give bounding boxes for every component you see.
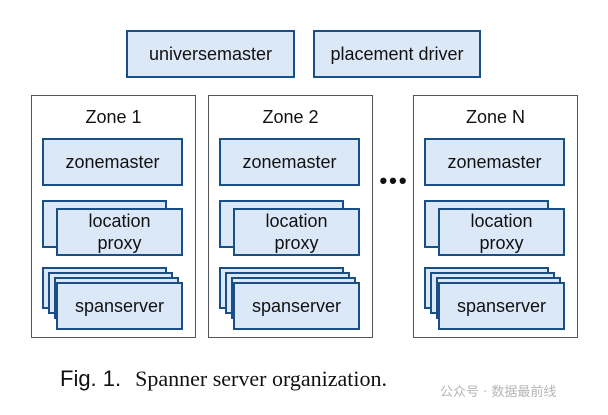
zone-n-title: Zone N: [465, 107, 526, 127]
spanserver-label: spanserver: [74, 296, 165, 316]
location-proxy-label: location proxy: [470, 211, 533, 253]
zone-2-location-proxy: location proxy: [233, 208, 360, 256]
zone-1: Zone 1 zonemaster location proxy spanser…: [31, 95, 196, 338]
placement-driver-label: placement driver: [330, 44, 464, 64]
universemaster-box: universemaster: [126, 30, 295, 78]
zone-1-zonemaster: zonemaster: [42, 138, 183, 186]
zone-2-title: Zone 2: [262, 107, 319, 127]
zone-1-title: Zone 1: [85, 107, 142, 127]
zone-n-spanserver: spanserver: [438, 282, 565, 330]
location-proxy-label: location proxy: [265, 211, 328, 253]
zonemaster-label: zonemaster: [242, 152, 337, 172]
zonemaster-label: zonemaster: [447, 152, 542, 172]
universemaster-label: universemaster: [148, 44, 273, 64]
zone-n-location-proxy: location proxy: [438, 208, 565, 256]
zone-n: Zone N zonemaster location proxy spanser…: [413, 95, 578, 338]
zone-1-location-proxy: location proxy: [56, 208, 183, 256]
zone-2-zonemaster: zonemaster: [219, 138, 360, 186]
ellipsis: •••: [379, 168, 409, 193]
zone-2: Zone 2 zonemaster location proxy spanser…: [208, 95, 373, 338]
spanserver-label: spanserver: [251, 296, 342, 316]
watermark: 公众号 · 数据最前线: [440, 385, 557, 400]
spanserver-label: spanserver: [456, 296, 547, 316]
placement-driver-box: placement driver: [313, 30, 481, 78]
zone-1-spanserver: spanserver: [56, 282, 183, 330]
figure-number: Fig. 1.: [60, 366, 122, 391]
location-proxy-label: location proxy: [88, 211, 151, 253]
figure-caption-text: Spanner server organization.: [135, 366, 388, 391]
zonemaster-label: zonemaster: [65, 152, 160, 172]
figure-caption: Fig. 1. Spanner server organization.: [60, 366, 387, 392]
zone-n-zonemaster: zonemaster: [424, 138, 565, 186]
zone-2-spanserver: spanserver: [233, 282, 360, 330]
